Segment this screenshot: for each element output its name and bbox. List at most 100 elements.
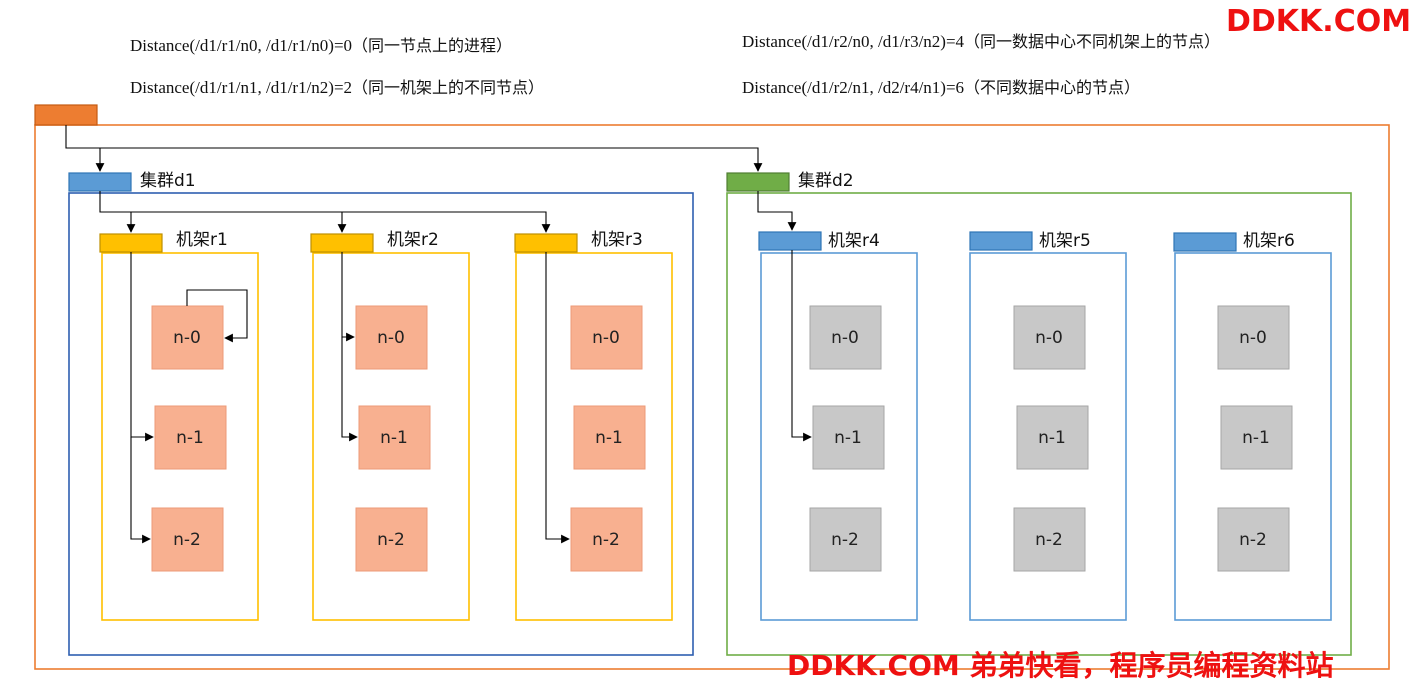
connector-root-d2 xyxy=(100,147,763,172)
node-label: n-1 xyxy=(1038,428,1066,448)
node-box xyxy=(1220,405,1293,470)
node-box xyxy=(151,507,224,572)
node-label: n-1 xyxy=(380,428,408,448)
node-box xyxy=(1013,305,1086,370)
node-label: n-1 xyxy=(1242,428,1270,448)
connector-root-d1 xyxy=(65,125,105,172)
rack-r2-frame xyxy=(312,252,470,621)
svg-text:n-2: n-2 xyxy=(1239,530,1267,550)
rack-r4-label: 机架r4 xyxy=(828,231,880,251)
cluster-d2-label: 集群d2 xyxy=(798,171,854,191)
node-box xyxy=(573,405,646,470)
node-label: n-2 xyxy=(592,530,620,550)
cluster-d2-header xyxy=(726,172,790,192)
distance-formula-2: Distance(/d1/r1/n1, /d1/r1/n2)=2（同一机架上的不… xyxy=(130,78,545,97)
node-label: n-1 xyxy=(834,428,862,448)
watermark-top: DDKK.COM xyxy=(1226,4,1412,39)
svg-text:n-0: n-0 xyxy=(831,328,859,348)
connector-r4-n1 xyxy=(791,250,812,442)
svg-text:n-2: n-2 xyxy=(377,530,405,550)
node-box xyxy=(809,507,882,572)
root-header xyxy=(34,104,98,126)
node-label: n-0 xyxy=(592,328,620,348)
connector-d2-r4 xyxy=(757,191,797,231)
rack-r6-label: 机架r6 xyxy=(1243,231,1295,251)
svg-text:n-0: n-0 xyxy=(377,328,405,348)
cluster-d1-frame xyxy=(68,192,694,656)
svg-text:n-2: n-2 xyxy=(831,530,859,550)
rack-r1-header xyxy=(99,233,163,253)
watermark-bottom: DDKK.COM 弟弟快看，程序员编程资料站 xyxy=(787,649,1334,682)
node-box xyxy=(809,305,882,370)
node-box xyxy=(355,507,428,572)
cluster-d1-label: 集群d1 xyxy=(140,171,196,191)
node-label: n-0 xyxy=(173,328,201,348)
node-box xyxy=(570,305,643,370)
svg-text:n-2: n-2 xyxy=(1035,530,1063,550)
connector-r1-n2 xyxy=(130,437,151,544)
svg-text:n-1: n-1 xyxy=(834,428,862,448)
outer-frame xyxy=(34,124,1390,670)
svg-text:n-0: n-0 xyxy=(592,328,620,348)
rack-r4-header xyxy=(758,231,822,251)
node-box xyxy=(151,305,224,370)
svg-text:机架r5: 机架r5 xyxy=(1039,231,1091,251)
rack-r3-label: 机架r3 xyxy=(591,230,643,250)
node-box xyxy=(570,507,643,572)
node-label: n-2 xyxy=(1035,530,1063,550)
connector-d1-r3 xyxy=(342,211,551,233)
node-label: n-2 xyxy=(1239,530,1267,550)
connector-r1-self-loop xyxy=(186,289,248,343)
connector-d1-r1 xyxy=(99,191,136,233)
rack-r5-frame xyxy=(969,252,1127,621)
node-box xyxy=(1217,507,1290,572)
rack-r3-header xyxy=(514,233,578,253)
svg-text:n-1: n-1 xyxy=(176,428,204,448)
svg-text:机架r3: 机架r3 xyxy=(591,230,643,250)
svg-text:机架r1: 机架r1 xyxy=(176,230,228,250)
rack-r6-frame xyxy=(1174,252,1332,621)
svg-text:n-0: n-0 xyxy=(1035,328,1063,348)
svg-text:机架r6: 机架r6 xyxy=(1243,231,1295,251)
rack-r4-frame xyxy=(760,252,918,621)
rack-r1-label: 机架r1 xyxy=(176,230,228,250)
node-label: n-2 xyxy=(831,530,859,550)
node-label: n-2 xyxy=(377,530,405,550)
node-box xyxy=(355,305,428,370)
svg-text:n-2: n-2 xyxy=(592,530,620,550)
node-box xyxy=(1217,305,1290,370)
node-label: n-0 xyxy=(1035,328,1063,348)
rack-r3-frame xyxy=(515,252,673,621)
connector-d1-r2 xyxy=(131,211,347,233)
rack-r5-header xyxy=(969,231,1033,251)
cluster-d1-header xyxy=(68,172,132,192)
distance-formula-3: Distance(/d1/r2/n0, /d1/r3/n2)=4（同一数据中心不… xyxy=(742,32,1221,51)
cluster-d2-frame xyxy=(726,192,1352,656)
rack-r2-label: 机架r2 xyxy=(387,230,439,250)
node-box xyxy=(1013,507,1086,572)
svg-text:机架r4: 机架r4 xyxy=(828,231,880,251)
svg-text:n-1: n-1 xyxy=(595,428,623,448)
svg-text:n-1: n-1 xyxy=(1038,428,1066,448)
node-label: n-1 xyxy=(176,428,204,448)
node-box xyxy=(1016,405,1089,470)
svg-text:n-0: n-0 xyxy=(173,328,201,348)
svg-text:集群d2: 集群d2 xyxy=(798,171,854,191)
connector-r2-n1 xyxy=(341,337,358,442)
node-label: n-1 xyxy=(595,428,623,448)
rack-r6-header xyxy=(1173,232,1237,252)
connector-r2-n0 xyxy=(341,252,355,342)
connector-r3-n2 xyxy=(545,252,570,544)
rack-r1-frame xyxy=(101,252,259,621)
node-box xyxy=(358,405,431,470)
connector-r1-n1 xyxy=(130,252,154,442)
rack-r2-header xyxy=(310,233,374,253)
svg-text:机架r2: 机架r2 xyxy=(387,230,439,250)
distance-formula-1: Distance(/d1/r1/n0, /d1/r1/n0)=0（同一节点上的进… xyxy=(130,36,513,55)
node-label: n-2 xyxy=(173,530,201,550)
node-label: n-0 xyxy=(377,328,405,348)
node-label: n-0 xyxy=(831,328,859,348)
svg-text:n-1: n-1 xyxy=(1242,428,1270,448)
